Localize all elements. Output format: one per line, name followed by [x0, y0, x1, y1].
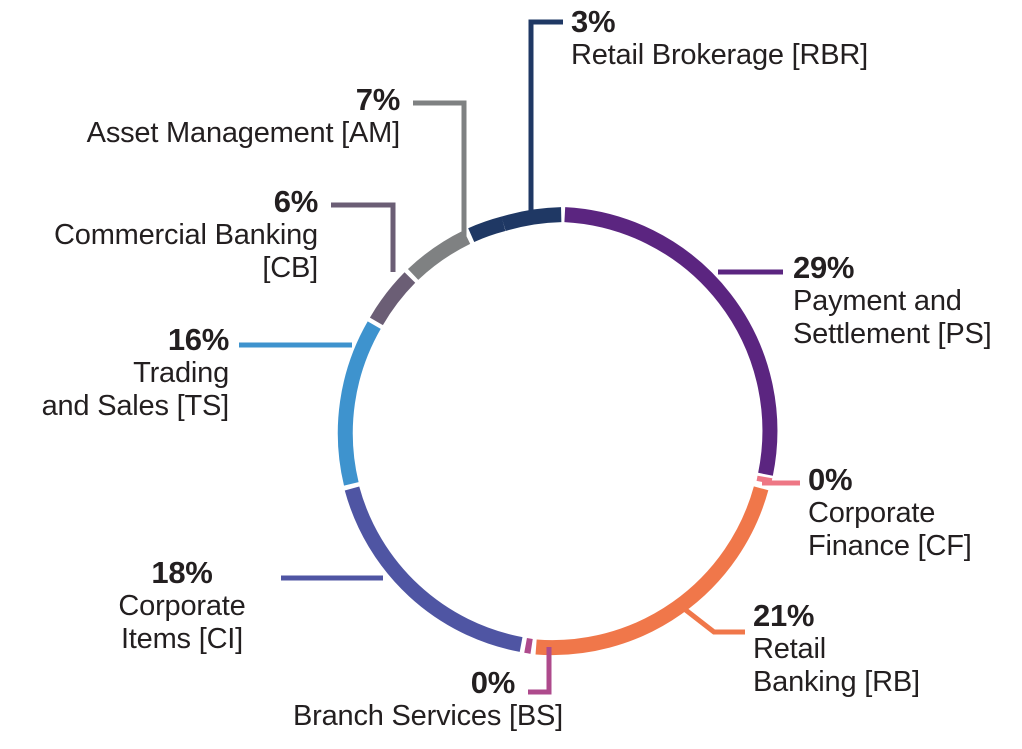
callout-rbr: 3% Retail Brokerage [RBR] [571, 4, 868, 72]
leader-line-rbr [528, 19, 563, 213]
donut-segment-bs[interactable] [524, 638, 533, 654]
callout-ci-percent: 18% [151, 555, 213, 590]
leader-line-bs [528, 647, 552, 695]
callout-ci-name-line1: Corporate [118, 590, 246, 623]
callout-rb-percent: 21% [753, 598, 815, 633]
callout-ps-name-line1: Payment and [793, 285, 962, 318]
donut-segment-am[interactable] [407, 230, 471, 280]
callout-cb: 6% Commercial Banking [CB] [0, 184, 318, 285]
callout-cf-percent: 0% [808, 462, 853, 497]
callout-rbr-percent: 3% [571, 4, 616, 39]
callout-ts-percent: 16% [167, 322, 229, 357]
donut-segment-rbr-b[interactable] [501, 207, 562, 232]
callout-am-name: Asset Management [AM] [86, 117, 401, 150]
donut-segment-ci[interactable] [344, 486, 523, 652]
callout-cb-name-line1: Commercial Banking [54, 219, 318, 252]
callout-cb-percent: 6% [273, 184, 319, 219]
callout-ps-name-line2: Settlement [PS] [793, 318, 992, 351]
callout-ci-name-line2: Items [CI] [120, 623, 244, 656]
callout-ts-name-line2: and Sales [TS] [41, 390, 230, 423]
leader-line-am [413, 100, 467, 240]
callout-am: 7% Asset Management [AM] [0, 82, 401, 150]
callout-rb-name-line2: Banking [RB] [753, 666, 920, 699]
callout-rb: 21% Retail Banking [RB] [753, 598, 920, 699]
callout-ts: 16% Trading and Sales [TS] [0, 322, 230, 423]
donut-ring [337, 207, 778, 656]
callout-bs: 0% Branch Services [BS] [160, 665, 563, 733]
callout-am-percent: 7% [355, 82, 401, 117]
donut-segment-ts[interactable] [337, 321, 381, 486]
callout-cf-name-line2: Finance [CF] [808, 530, 972, 563]
callout-bs-name: Branch Services [BS] [293, 700, 563, 733]
callout-cf: 0% Corporate Finance [CF] [808, 462, 972, 563]
leader-lines [239, 19, 800, 695]
callout-rb-name-line1: Retail [753, 633, 826, 666]
callout-ps: 29% Payment and Settlement [PS] [793, 250, 992, 351]
leader-line-cb [331, 202, 396, 272]
leader-line-rb [676, 602, 745, 635]
callout-bs-percent: 0% [470, 665, 516, 700]
callout-rbr-name: Retail Brokerage [RBR] [571, 39, 868, 72]
callout-ts-name-line1: Trading [133, 357, 229, 390]
donut-segment-rb[interactable] [535, 486, 769, 656]
donut-segment-cb[interactable] [369, 272, 416, 326]
donut-segment-rbr[interactable] [468, 216, 506, 243]
callout-cf-name-line1: Corporate [808, 497, 936, 530]
callout-ps-percent: 29% [793, 250, 855, 285]
donut-segment-ps[interactable] [564, 207, 778, 476]
callout-ci: 18% Corporate Items [CI] [92, 555, 272, 656]
callout-cb-name-line2: [CB] [262, 252, 318, 285]
